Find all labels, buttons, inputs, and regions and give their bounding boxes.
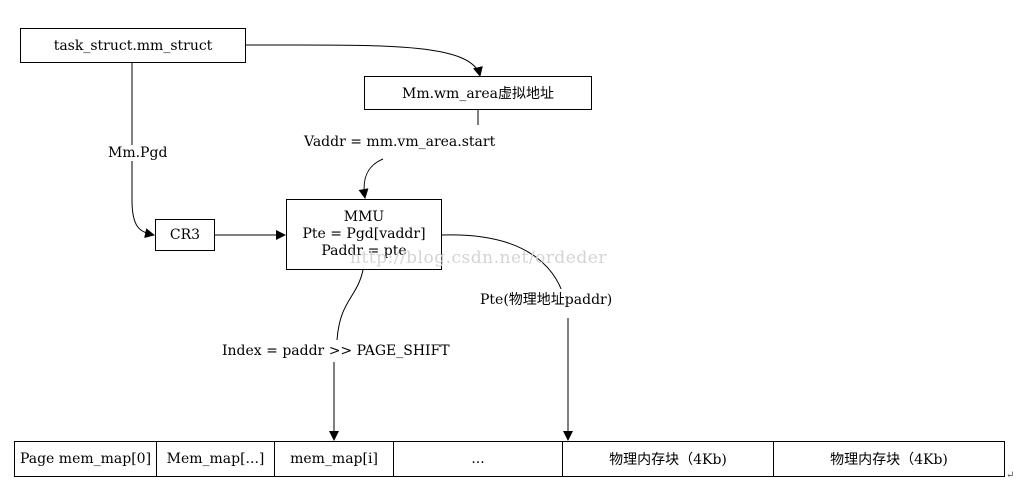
mmu-title: MMU (343, 209, 385, 225)
mem-map-cell-0: Page mem_map[0] (14, 441, 157, 477)
watermark-text: http://blog.csdn.net/ordeder (350, 248, 607, 268)
arrow-vaddr-to-mmu (358, 158, 384, 199)
arrow-task-to-cr3 (131, 63, 155, 239)
mem-map-cell-ellipsis: Mem_map[...] (157, 441, 275, 477)
cr3-box: CR3 (155, 219, 215, 251)
task-struct-box: task_struct.mm_struct (20, 28, 246, 63)
vaddr-label: Vaddr = mm.vm_area.start (302, 134, 498, 150)
vm-area-label: Mm.wm_area虚拟地址 (402, 86, 554, 102)
mmu-line-paddr: Paddr = pte (321, 243, 407, 259)
mem-map-cell-dots: ... (394, 441, 563, 477)
mmu-box: MMU Pte = Pgd[vaddr] Paddr = pte (286, 199, 442, 270)
task-struct-label: task_struct.mm_struct (53, 37, 213, 54)
vm-area-box: Mm.wm_area虚拟地址 (364, 76, 592, 110)
paragraph-mark-icon: ↵ (1006, 470, 1015, 481)
pte-physical-label: Pte(物理地址paddr) (478, 289, 615, 309)
arrow-task-to-vmarea (245, 44, 483, 77)
mm-pgd-label: Mm.Pgd (106, 145, 170, 161)
physical-block-cell-1: 物理内存块（4Kb) (563, 441, 774, 477)
cr3-label: CR3 (169, 227, 201, 243)
arrow-mmu-to-index (336, 269, 364, 341)
mem-map-cell-i: mem_map[i] (275, 441, 394, 477)
physical-block-cell-2: 物理内存块（4Kb) (774, 441, 1005, 477)
index-label: Index = paddr >> PAGE_SHIFT (220, 343, 452, 359)
mmu-line-pte: Pte = Pgd[vaddr] (302, 226, 426, 242)
